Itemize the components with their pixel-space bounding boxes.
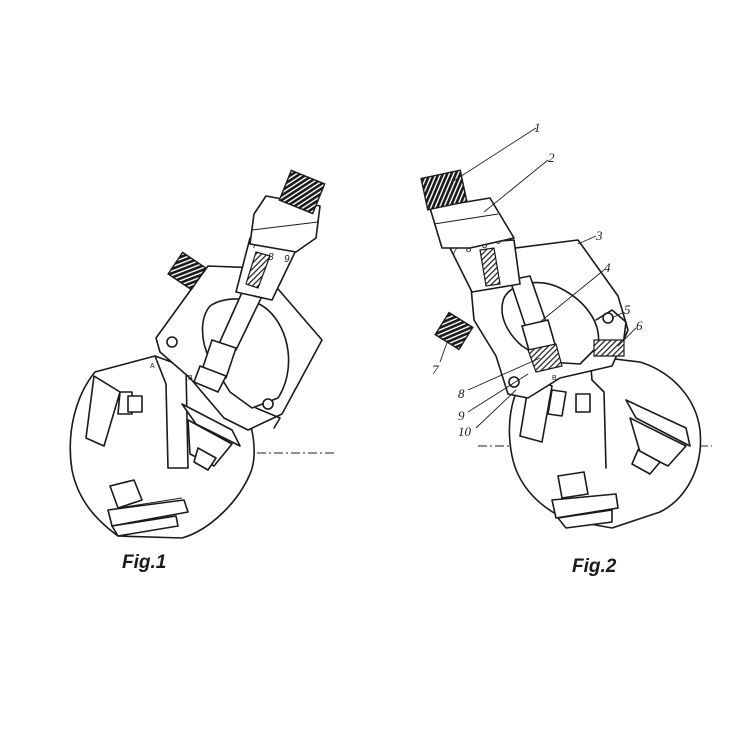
fig2-scale-number: 8 [466, 244, 472, 255]
fig1-point-label: A [150, 363, 155, 370]
fig2-part-number: 1 [534, 120, 541, 135]
fig2-part-number: 2 [548, 150, 555, 165]
fig2-rotor-disc [508, 355, 702, 529]
fig2-hatched-block [593, 339, 625, 357]
fig2-micrometer-scale: 7 8 8 9 [447, 236, 521, 293]
fig1-point-label: B [188, 375, 193, 382]
fig2-part-number: 6 [636, 318, 643, 333]
fig2-part-number: 7 [432, 362, 439, 377]
fig2-micrometer-thimble [429, 197, 515, 249]
fig1-knurled-cap [278, 169, 326, 215]
fig1-lever-knob [167, 251, 207, 291]
fig1-scale-number: 8 [268, 252, 274, 263]
fig2-lever-knob [434, 311, 474, 351]
fig2-part-number: 5 [624, 302, 631, 317]
fig1-pivot-pin [166, 336, 178, 348]
fig1-spindle: B A [150, 287, 265, 393]
fig2-part-number: 3 [595, 228, 603, 243]
fig2-scale-number: 7 [452, 246, 458, 257]
fig2-scale-number: 8 [482, 240, 488, 251]
figure-1: B A 7 8 9 Fig.1 [69, 169, 335, 573]
fig2-part-number: 10 [458, 424, 472, 439]
figure-2: B 7 8 8 9 1 2 [420, 120, 712, 577]
fig2-leader-lines [439, 127, 637, 429]
fig2-part-number: 9 [458, 408, 465, 423]
fig1-rotor-disc [69, 355, 255, 539]
fig2-part-number: 4 [604, 260, 611, 275]
fig2-point-label: B [552, 375, 557, 382]
fig1-pivot-pin [262, 398, 274, 410]
fig2-spindle: B [509, 275, 563, 382]
fig1-scale-number: 9 [284, 254, 290, 265]
fig1-caption: Fig.1 [122, 552, 166, 573]
fig2-caption: Fig.2 [572, 556, 617, 577]
fig2-part-number: 8 [458, 386, 465, 401]
